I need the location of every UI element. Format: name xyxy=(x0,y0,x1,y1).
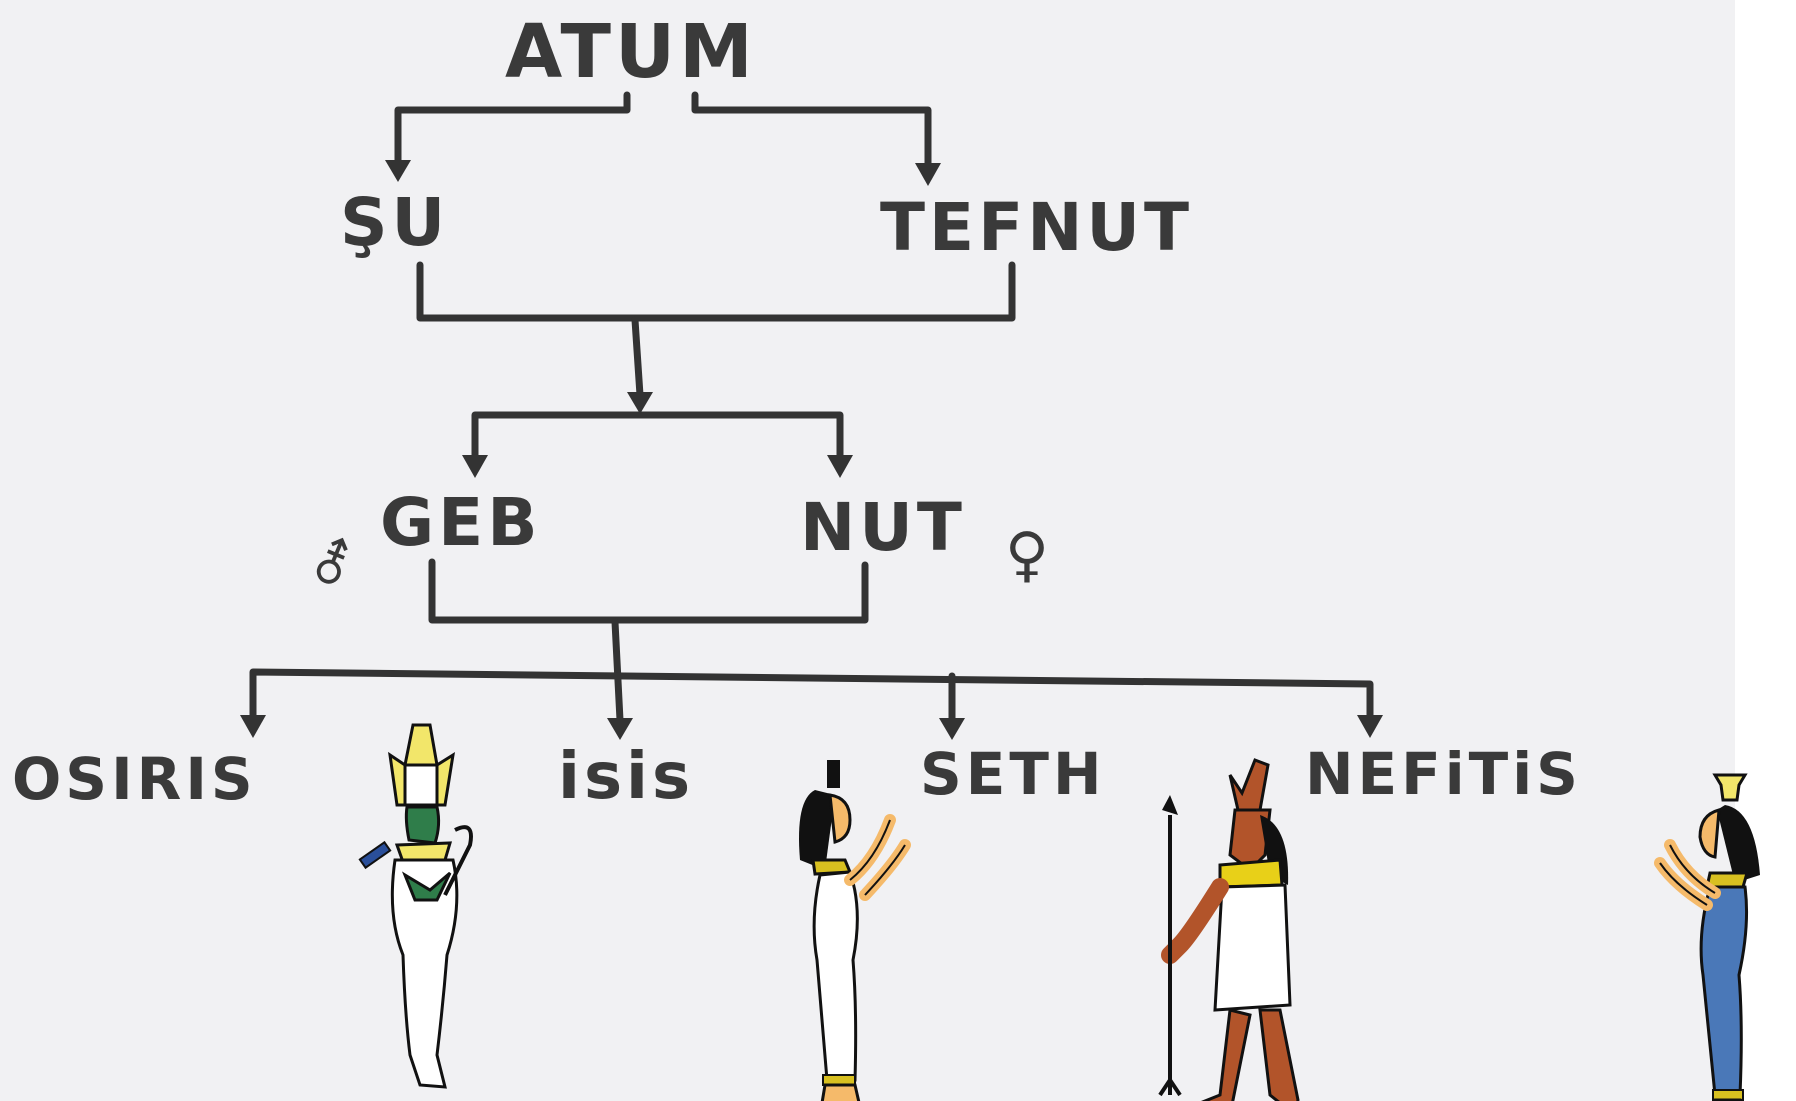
connector-children-bar xyxy=(249,668,1374,719)
geb-gender-symbol: ⚦ xyxy=(310,536,354,596)
node-nefitis: NEFiTiS xyxy=(1305,740,1582,808)
arrowhead-nut xyxy=(827,455,853,478)
node-seth: SETH xyxy=(920,740,1106,808)
arrowhead-geb xyxy=(462,455,488,478)
connector-stem-gen2 xyxy=(631,316,644,399)
arrowheads xyxy=(240,160,1383,740)
connector-atum-tefnut xyxy=(691,91,932,169)
connector-geb-nut-join xyxy=(428,558,869,624)
connector-stem-gen3 xyxy=(611,618,624,724)
isis-figure-icon xyxy=(799,760,911,1101)
connector-atum-su xyxy=(394,91,631,164)
node-nut: NUT xyxy=(800,489,966,566)
arrowhead-su xyxy=(385,160,411,182)
nephthys-figure-icon xyxy=(1654,773,1760,1101)
node-atum: ATUM xyxy=(505,9,757,95)
connector-geb-nut-split xyxy=(471,411,844,459)
nut-gender-symbol: ♀ xyxy=(1005,520,1049,590)
arrowhead-seth xyxy=(939,718,965,740)
node-osiris: OSIRIS xyxy=(12,745,257,813)
arrowhead-tefnut xyxy=(915,163,941,186)
arrowhead-gen2 xyxy=(627,392,653,414)
connector-su-tefnut-join xyxy=(416,261,1016,322)
arrowhead-nefitis xyxy=(1357,715,1383,738)
osiris-figure-icon xyxy=(358,723,473,1089)
node-su: ŞU xyxy=(340,184,450,261)
arrowhead-isis xyxy=(607,718,633,740)
connector-lines xyxy=(249,91,1374,724)
node-tefnut: TEFNUT xyxy=(880,189,1194,266)
paper-background xyxy=(0,0,1735,1101)
node-geb: GEB xyxy=(380,484,542,561)
arrowhead-osiris xyxy=(240,715,266,738)
node-isis: isis xyxy=(558,740,695,814)
seth-figure-icon xyxy=(1158,758,1300,1101)
